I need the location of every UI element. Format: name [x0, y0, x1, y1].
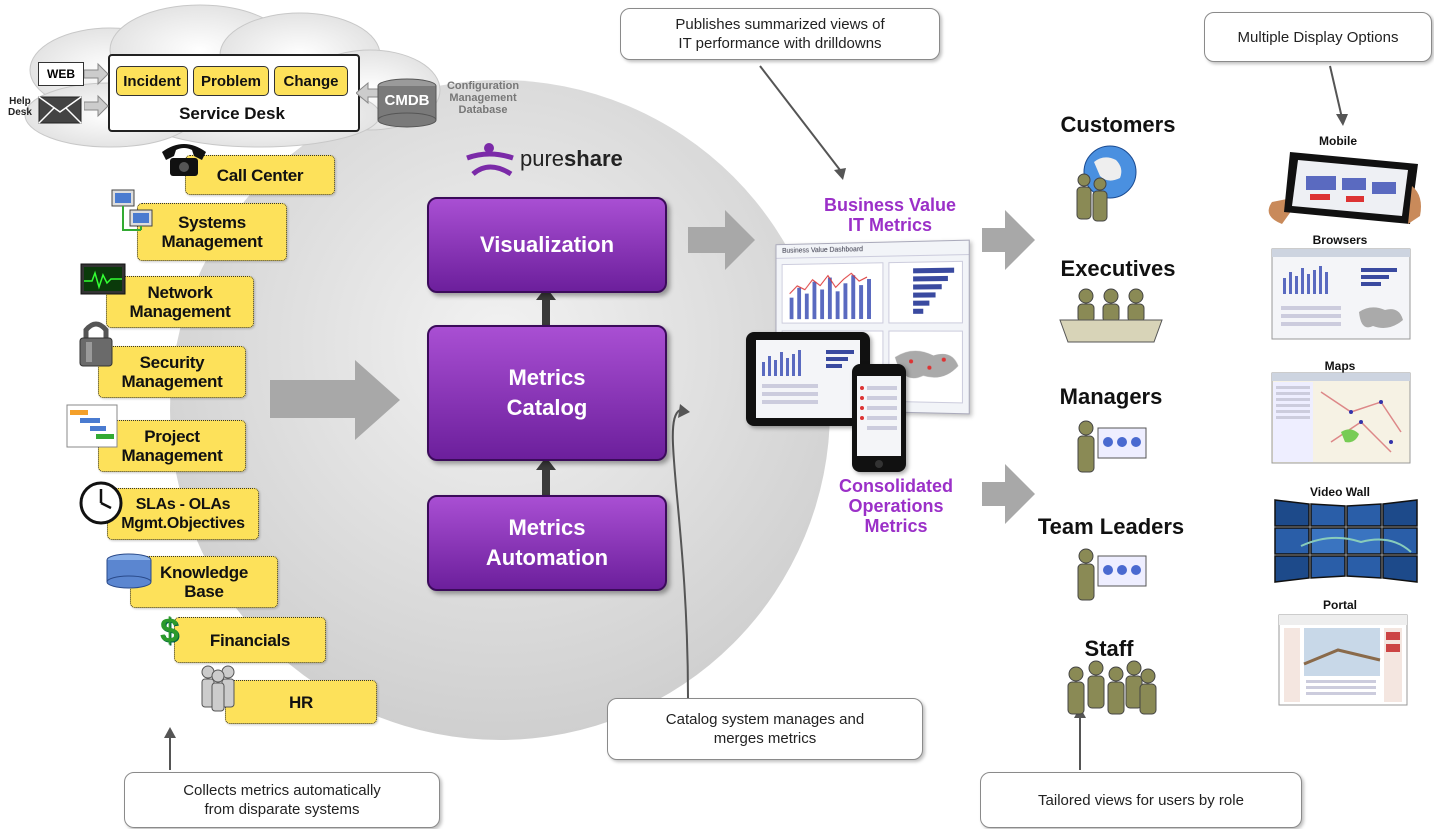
display-mobile-label: Mobile [1319, 134, 1357, 148]
tablet-screen-graphic [756, 340, 860, 418]
metrics-automation-box: Metrics Automation [427, 495, 667, 591]
role-staff: Staff [1084, 636, 1134, 661]
video-wall-image [1274, 499, 1418, 583]
customers-globe-icon [1076, 145, 1137, 222]
executives-meeting-icon [1059, 288, 1163, 343]
browsers-image [1271, 248, 1411, 340]
arrow-visualization-to-dashboard [688, 210, 755, 270]
brand-pure: pure [520, 146, 565, 171]
source-call-center: Call Center [185, 155, 335, 195]
network-monitor-icon [80, 263, 126, 295]
pureshare-logo-text: pureshare [520, 146, 623, 172]
portal-image [1278, 614, 1408, 706]
callout-display-options: Multiple Display Options [1204, 12, 1432, 62]
source-systems-management: Systems Management [137, 203, 287, 261]
source-security-management: Security Management [98, 346, 246, 398]
database-cylinder-icon [106, 553, 152, 589]
staff-group-icon [1067, 660, 1157, 715]
consolidated-operations-label: Consolidated Operations Metrics [838, 476, 953, 536]
display-maps-label: Maps [1324, 359, 1356, 373]
managers-dashboard-icon [1077, 420, 1147, 473]
role-customers: Customers [1060, 112, 1176, 137]
display-browsers-label: Browsers [1312, 233, 1368, 247]
incident-box: Incident [116, 66, 188, 96]
role-team-leaders: Team Leaders [1037, 514, 1185, 539]
service-desk-input-arrows [84, 62, 109, 118]
source-project-management: Project Management [98, 420, 246, 472]
source-slas-olas: SLAs - OLAs Mgmt.Objectives [107, 488, 259, 540]
source-network-management: Network Management [106, 276, 254, 328]
arrow-sources-to-catalog [270, 360, 400, 440]
process-connectors [536, 287, 556, 496]
web-icon: WEB [38, 62, 84, 86]
callout-tailored: Tailored views for users by role [980, 772, 1302, 828]
problem-box: Problem [193, 66, 269, 96]
service-desk-title: Service Desk [179, 104, 285, 123]
cmdb-database-icon [377, 78, 437, 128]
gantt-chart-icon [66, 404, 118, 448]
help-desk-label: Help Desk [8, 96, 32, 118]
clock-icon [79, 481, 123, 525]
callout-publishes: Publishes summarized views of IT perform… [620, 8, 940, 60]
team-leaders-dashboard-icon [1077, 548, 1147, 601]
source-hr: HR [225, 680, 377, 724]
phone-screen-graphic [857, 376, 901, 468]
padlock-icon [79, 321, 113, 367]
network-computers-icon [111, 189, 153, 231]
tablet-device [746, 332, 870, 426]
callout-pointers [169, 65, 1343, 770]
source-financials: Financials [174, 617, 326, 663]
pureshare-logo-icon [466, 143, 514, 177]
maps-image [1271, 372, 1411, 464]
callout-collects: Collects metrics automatically from disp… [124, 772, 440, 828]
callout-catalog: Catalog system manages and merges metric… [607, 698, 923, 760]
metrics-catalog-box: Metrics Catalog [427, 325, 667, 461]
dollar-icon: $ [160, 612, 179, 650]
role-executives: Executives [1060, 256, 1176, 281]
cmdb-label: CMDB [384, 92, 430, 109]
cmdb-description: Configuration Management Database [446, 80, 520, 116]
brand-share: share [564, 146, 623, 171]
display-portal-label: Portal [1322, 598, 1357, 612]
telephone-icon [162, 144, 206, 176]
mobile-tablet-image [1268, 152, 1421, 224]
role-managers: Managers [1059, 384, 1163, 409]
source-knowledge-base: Knowledge Base [130, 556, 278, 608]
phone-device [852, 364, 906, 472]
envelope-icon [38, 96, 82, 124]
arrow-to-team-leaders [982, 464, 1035, 524]
arrow-to-customers [982, 210, 1035, 270]
people-group-icon [201, 665, 235, 712]
display-video-wall-label: Video Wall [1309, 485, 1370, 499]
change-box: Change [274, 66, 348, 96]
business-value-label: Business Value IT Metrics [823, 195, 957, 235]
visualization-box: Visualization [427, 197, 667, 293]
